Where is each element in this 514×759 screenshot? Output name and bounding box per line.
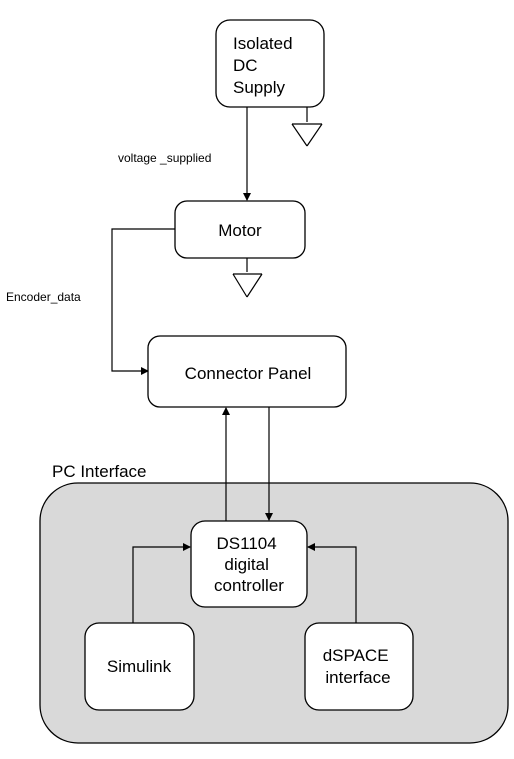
encoder-data-label: Encoder_data — [6, 290, 81, 304]
controller-line-1: DS1104 — [217, 534, 277, 553]
connector-panel-box — [147, 335, 347, 408]
pc-interface-label: PC Interface — [52, 462, 147, 481]
voltage-supplied-label: voltage _supplied — [118, 151, 211, 165]
controller-label: DS1104 digital controller — [214, 534, 284, 595]
dc-supply-label: Isolated DC Supply — [233, 34, 297, 97]
encoder-data-arrow — [111, 228, 175, 375]
dc-supply-line-1: Isolated — [233, 34, 293, 53]
dspace-line-1: dSPACE — [323, 646, 389, 665]
dspace-to-controller-arrow — [307, 543, 357, 623]
dc-supply-line-2: DC — [233, 56, 258, 75]
dc-supply-box — [215, 19, 325, 108]
controller-line-2: digital — [224, 555, 268, 574]
dc-supply-ground-icon — [291, 107, 323, 147]
simulink-box — [84, 622, 195, 711]
dspace-label: dSPACE interface — [323, 646, 394, 687]
connector-panel-label: Connector Panel — [185, 364, 312, 383]
motor-ground-icon — [232, 258, 263, 298]
dc-supply-line-3: Supply — [233, 78, 285, 97]
motor-label: Motor — [218, 221, 262, 240]
simulink-to-controller-arrow — [132, 543, 191, 623]
controller-line-3: controller — [214, 576, 284, 595]
controller-box — [190, 520, 308, 608]
dspace-box — [304, 622, 414, 711]
simulink-label: Simulink — [107, 657, 172, 676]
dspace-line-2: interface — [325, 668, 390, 687]
